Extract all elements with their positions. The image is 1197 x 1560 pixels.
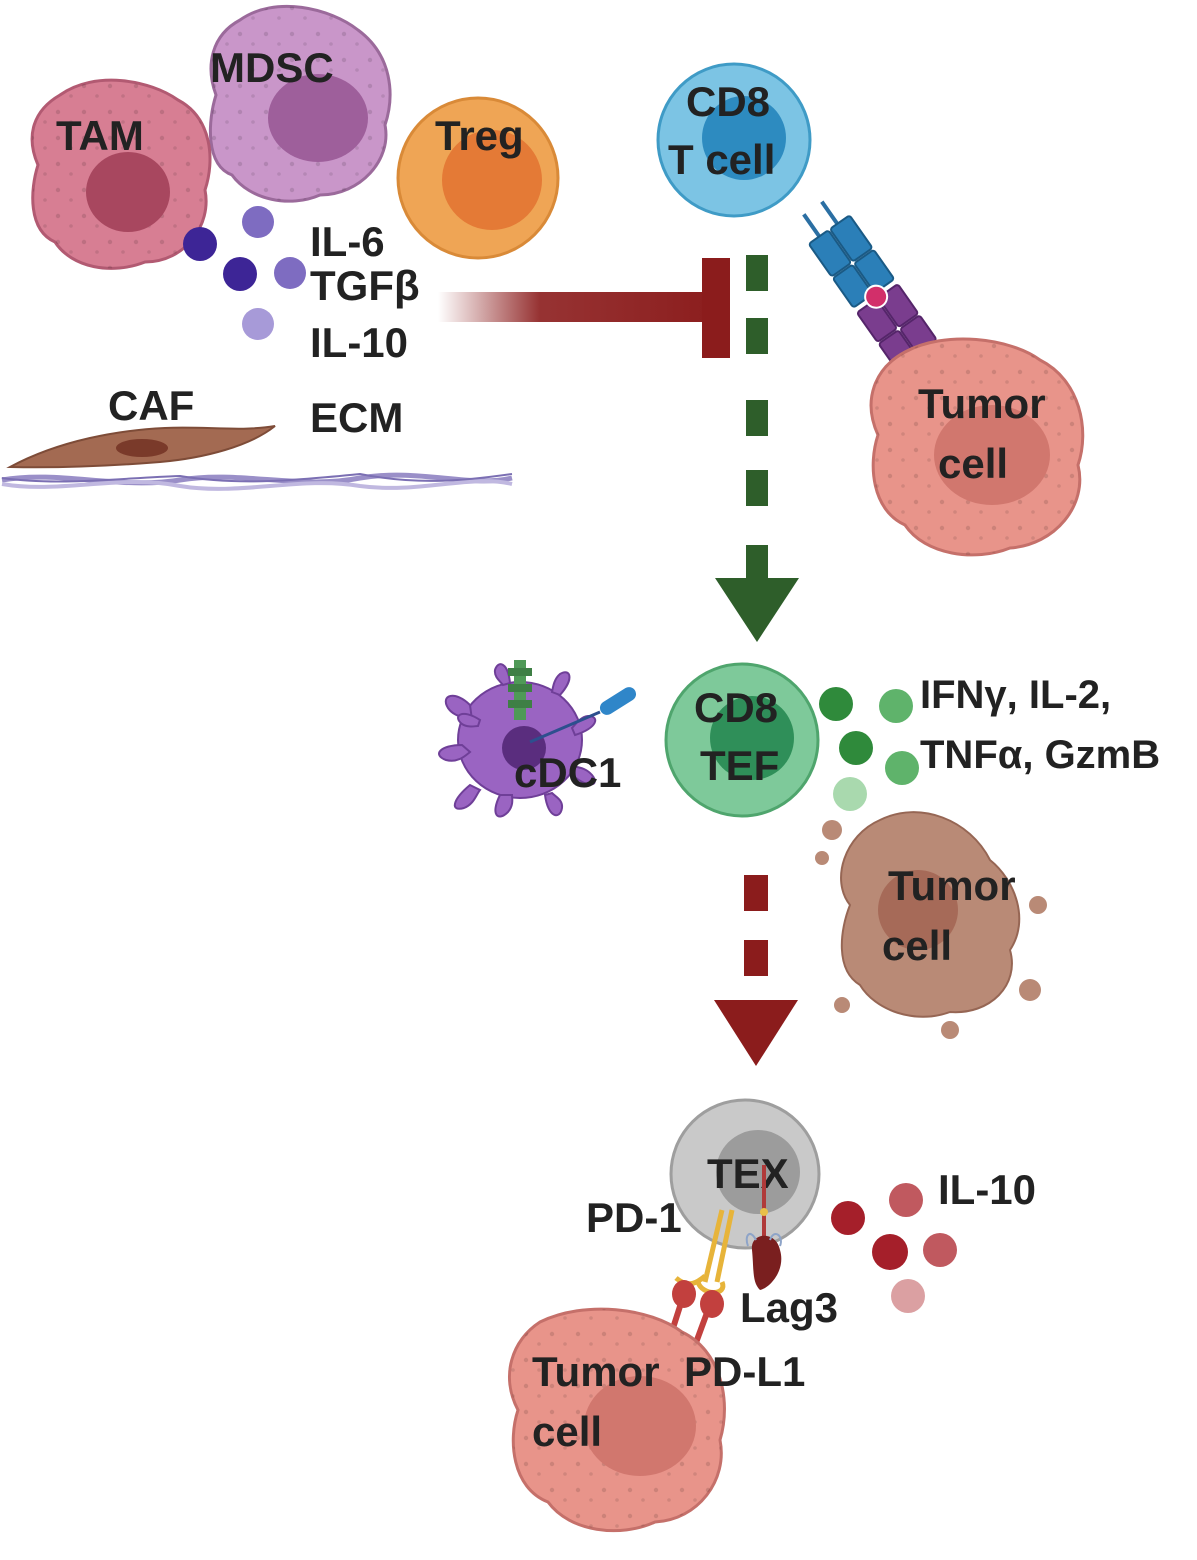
cytokine-ball bbox=[183, 227, 217, 261]
lag3-receptor bbox=[745, 1165, 782, 1290]
tex-cell: TEX bbox=[669, 1098, 821, 1250]
cytokine-ball bbox=[242, 308, 274, 340]
tumor-cell-top: Tumor cell bbox=[869, 337, 1085, 557]
cytokine-ball bbox=[839, 731, 873, 765]
tex-il10-balls bbox=[831, 1183, 957, 1313]
cd8-tef-line1: CD8 bbox=[694, 684, 778, 731]
cd8-tef-line2: TEF bbox=[700, 742, 779, 789]
exhaustion-arrow bbox=[714, 875, 798, 1066]
cytokine-ball bbox=[889, 1183, 923, 1217]
tumor-mid-line2: cell bbox=[882, 922, 952, 969]
il6-label: IL-6 bbox=[310, 218, 385, 265]
tumor-mid-line1: Tumor bbox=[888, 862, 1016, 909]
effector-cytokines-line2: TNFα, GzmB bbox=[920, 733, 1160, 777]
cytokine-ball bbox=[833, 777, 867, 811]
cdc1-cell: cDC1 bbox=[438, 660, 637, 818]
mdsc-cell: MDSC bbox=[208, 4, 392, 203]
inhibition-arrow bbox=[438, 258, 730, 358]
pdl1-label: PD-L1 bbox=[684, 1348, 805, 1395]
tumor-cell-bottom: Tumor cell bbox=[508, 1307, 726, 1533]
treg-label: Treg bbox=[435, 112, 524, 159]
tcr-mhc-complex bbox=[802, 200, 937, 374]
suppressive-cytokine-balls bbox=[183, 206, 306, 340]
cytokine-ball bbox=[242, 206, 274, 238]
il10-label: IL-10 bbox=[310, 319, 408, 366]
tam-cell: TAM bbox=[30, 78, 212, 270]
cytokine-ball bbox=[923, 1233, 957, 1267]
caf-cell: CAF bbox=[6, 382, 276, 469]
lag3-label: Lag3 bbox=[740, 1284, 838, 1331]
caf-label: CAF bbox=[108, 382, 194, 429]
cd8-tef-cell: CD8 TEF bbox=[664, 662, 820, 818]
cd8-t-cell-line2: T cell bbox=[668, 136, 775, 183]
cdc1-label: cDC1 bbox=[514, 749, 621, 796]
ecm-fibers bbox=[1, 472, 513, 491]
tex-il10-label: IL-10 bbox=[938, 1166, 1036, 1213]
ecm-label: ECM bbox=[310, 394, 403, 441]
cd8-t-cell: CD8 T cell bbox=[656, 62, 812, 218]
cytokine-ball bbox=[891, 1279, 925, 1313]
treg-cell: Treg bbox=[396, 96, 560, 260]
cytokine-ball bbox=[819, 687, 853, 721]
cytokine-ball bbox=[274, 257, 306, 289]
effector-cytokines-line1: IFNγ, IL-2, bbox=[920, 673, 1111, 717]
tgfb-label: TGFβ bbox=[310, 262, 420, 309]
cytokine-ball bbox=[223, 257, 257, 291]
tumor-top-line1: Tumor bbox=[918, 380, 1046, 427]
mdsc-label: MDSC bbox=[210, 44, 334, 91]
cytokine-ball bbox=[885, 751, 919, 785]
cytokine-ball bbox=[831, 1201, 865, 1235]
pd1-label: PD-1 bbox=[586, 1194, 682, 1241]
tam-label: TAM bbox=[56, 112, 144, 159]
tumor-top-line2: cell bbox=[938, 440, 1008, 487]
activation-arrow bbox=[715, 255, 799, 642]
tumor-bottom-line2: cell bbox=[532, 1408, 602, 1455]
tex-label: TEX bbox=[707, 1150, 789, 1197]
cd8-t-cell-line1: CD8 bbox=[686, 78, 770, 125]
tumor-bottom-line1: Tumor bbox=[532, 1348, 660, 1395]
effector-cytokine-balls bbox=[819, 687, 919, 811]
tumor-cell-dying: Tumor cell bbox=[815, 811, 1047, 1039]
cytokine-ball bbox=[872, 1234, 908, 1270]
cytokine-ball bbox=[879, 689, 913, 723]
